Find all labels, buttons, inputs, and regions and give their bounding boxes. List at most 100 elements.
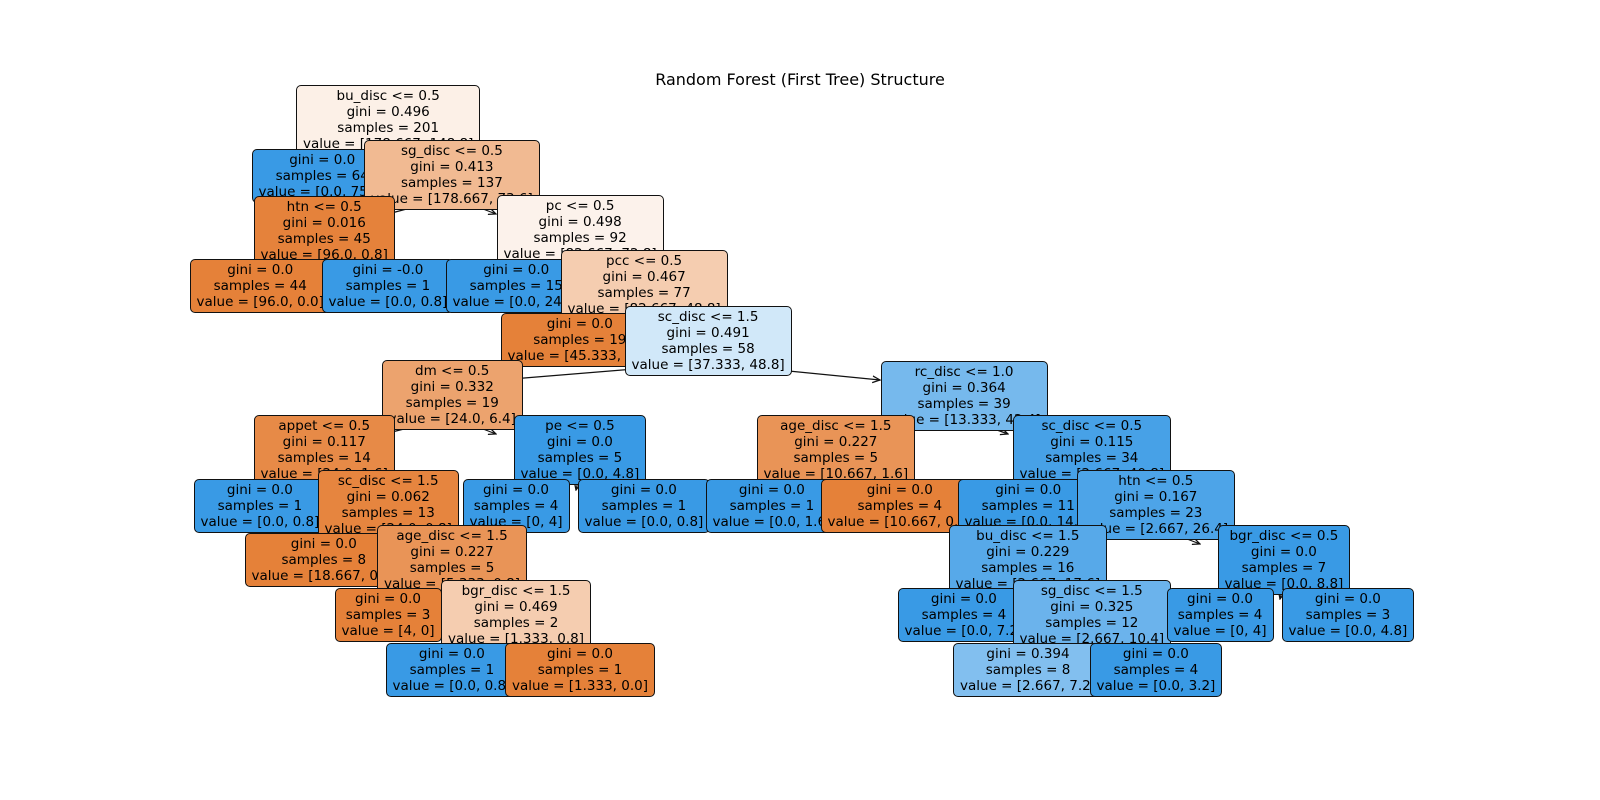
node-text-line: sg_disc <= 0.5 — [400, 143, 503, 159]
node-text-line: samples = 58 — [661, 341, 755, 357]
node-text-line: pe <= 0.5 — [545, 418, 615, 434]
node-text-line: value = [96.0, 0.0] — [196, 294, 324, 310]
node-text-line: gini = 0.0 — [546, 434, 613, 450]
node-text-line: samples = 4 — [1113, 662, 1199, 678]
node-text-line: value = [178.667, 73.6] — [371, 191, 533, 207]
node-text-line: gini = 0.0 — [738, 482, 805, 498]
node-text-line: gini = 0.0 — [546, 316, 613, 332]
node-text-line: samples = 15 — [469, 278, 563, 294]
node-text-line: gini = 0.413 — [410, 159, 494, 175]
node-text-line: htn <= 0.5 — [286, 199, 362, 215]
node-text-line: gini = 0.0 — [866, 482, 933, 498]
node-text-line: gini = 0.0 — [483, 262, 550, 278]
node-text-line: gini = 0.0 — [1250, 544, 1317, 560]
node-text-line: samples = 4 — [473, 498, 559, 514]
node-text-line: value = [0.0, 0.8] — [200, 514, 320, 530]
node-text-line: gini = 0.016 — [282, 215, 366, 231]
diagram-title: Random Forest (First Tree) Structure — [655, 70, 945, 89]
node-text-line: samples = 201 — [337, 120, 440, 136]
node-text-line: samples = 16 — [981, 560, 1075, 576]
node-text-line: gini = 0.0 — [1314, 591, 1381, 607]
node-text-line: gini = 0.227 — [410, 544, 494, 560]
node-text-line: samples = 5 — [793, 450, 879, 466]
node-text-line: samples = 1 — [345, 278, 431, 294]
node-text-line: value = [10.667, 0.0] — [827, 514, 973, 530]
node-text-line: samples = 1 — [217, 498, 303, 514]
node-text-line: samples = 14 — [277, 450, 371, 466]
node-text-line: samples = 5 — [537, 450, 623, 466]
node-text-line: samples = 19 — [533, 332, 627, 348]
node-text-line: samples = 92 — [533, 230, 627, 246]
node-text-line: gini = 0.0 — [930, 591, 997, 607]
node-text-line: samples = 8 — [281, 552, 367, 568]
node-text-line: samples = 7 — [1241, 560, 1327, 576]
node-text-line: gini = 0.0 — [547, 646, 613, 662]
node-text-line: gini = 0.394 — [986, 646, 1070, 662]
node-text-line: bu_disc <= 0.5 — [336, 88, 440, 104]
node-text-line: gini = 0.0 — [483, 482, 550, 498]
node-text-line: value = [0.0, 24.0] — [452, 294, 580, 310]
node-text-line: value = [0.0, 4.8] — [1288, 623, 1408, 639]
node-text-line: bgr_disc <= 1.5 — [461, 583, 571, 599]
node-text-line: appet <= 0.5 — [278, 418, 371, 434]
node-text-line: sc_disc <= 0.5 — [1041, 418, 1143, 434]
node-text-line: samples = 39 — [917, 396, 1011, 412]
node-text-line: gini = 0.496 — [346, 104, 430, 120]
node-text-line: samples = 2 — [473, 615, 559, 631]
node-text-line: value = [0.0, 0.8] — [328, 294, 448, 310]
node-text-line: samples = 44 — [213, 278, 307, 294]
node-text-line: pc <= 0.5 — [545, 198, 615, 214]
node-text-line: samples = 3 — [345, 607, 431, 623]
node-text-line: gini = 0.0 — [355, 591, 422, 607]
node-text-line: samples = 11 — [981, 498, 1075, 514]
node-text-line: value = [0.0, 0.8] — [392, 678, 512, 694]
node-text-line: htn <= 0.5 — [1118, 473, 1194, 489]
node-text-line: gini = 0.325 — [1050, 599, 1134, 615]
node-text-line: gini = 0.0 — [610, 482, 677, 498]
node-text-line: gini = 0.0 — [226, 482, 293, 498]
node-text-line: samples = 4 — [857, 498, 943, 514]
node-text-line: samples = 77 — [597, 285, 691, 301]
node-text-line: bgr_disc <= 0.5 — [1229, 528, 1339, 544]
node-text-line: age_disc <= 1.5 — [780, 418, 892, 434]
node-text-line: samples = 64 — [275, 168, 369, 184]
node-text-line: gini = 0.332 — [410, 379, 494, 395]
node-text-line: gini = 0.491 — [666, 325, 750, 341]
node-text-line: sg_disc <= 1.5 — [1040, 583, 1143, 599]
node-text-line: value = [45.333, 0.0] — [507, 348, 653, 364]
node-text-line: sc_disc <= 1.5 — [337, 473, 439, 489]
node-text-line: samples = 1 — [601, 498, 687, 514]
node-text-line: samples = 1 — [729, 498, 815, 514]
node-text-line: samples = 3 — [1305, 607, 1391, 623]
node-text-line: samples = 13 — [341, 505, 435, 521]
node-text-line: value = [10.667, 1.6] — [763, 466, 909, 482]
node-text-line: gini = 0.0 — [227, 262, 294, 278]
node-text-line: bu_disc <= 1.5 — [976, 528, 1080, 544]
node-text-line: rc_disc <= 1.0 — [914, 364, 1014, 380]
node-text-line: value = [1.333, 0.0] — [512, 678, 649, 694]
node-text-line: pcc <= 0.5 — [606, 253, 683, 269]
node-text-line: value = [18.667, 0.0] — [251, 568, 397, 584]
node-text-line: samples = 4 — [1177, 607, 1263, 623]
node-text-line: sc_disc <= 1.5 — [657, 309, 759, 325]
node-text-line: value = [37.333, 48.8] — [631, 357, 785, 373]
node-text-line: gini = 0.0 — [995, 482, 1062, 498]
node-text-line: value = [4, 0] — [341, 623, 435, 639]
node-text-line: value = [24.0, 6.4] — [388, 411, 516, 427]
node-text-line: gini = 0.0 — [289, 152, 356, 168]
node-text-line: samples = 1 — [409, 662, 495, 678]
node-text-line: value = [0, 4] — [1173, 623, 1267, 639]
node-text-line: gini = 0.467 — [602, 269, 686, 285]
